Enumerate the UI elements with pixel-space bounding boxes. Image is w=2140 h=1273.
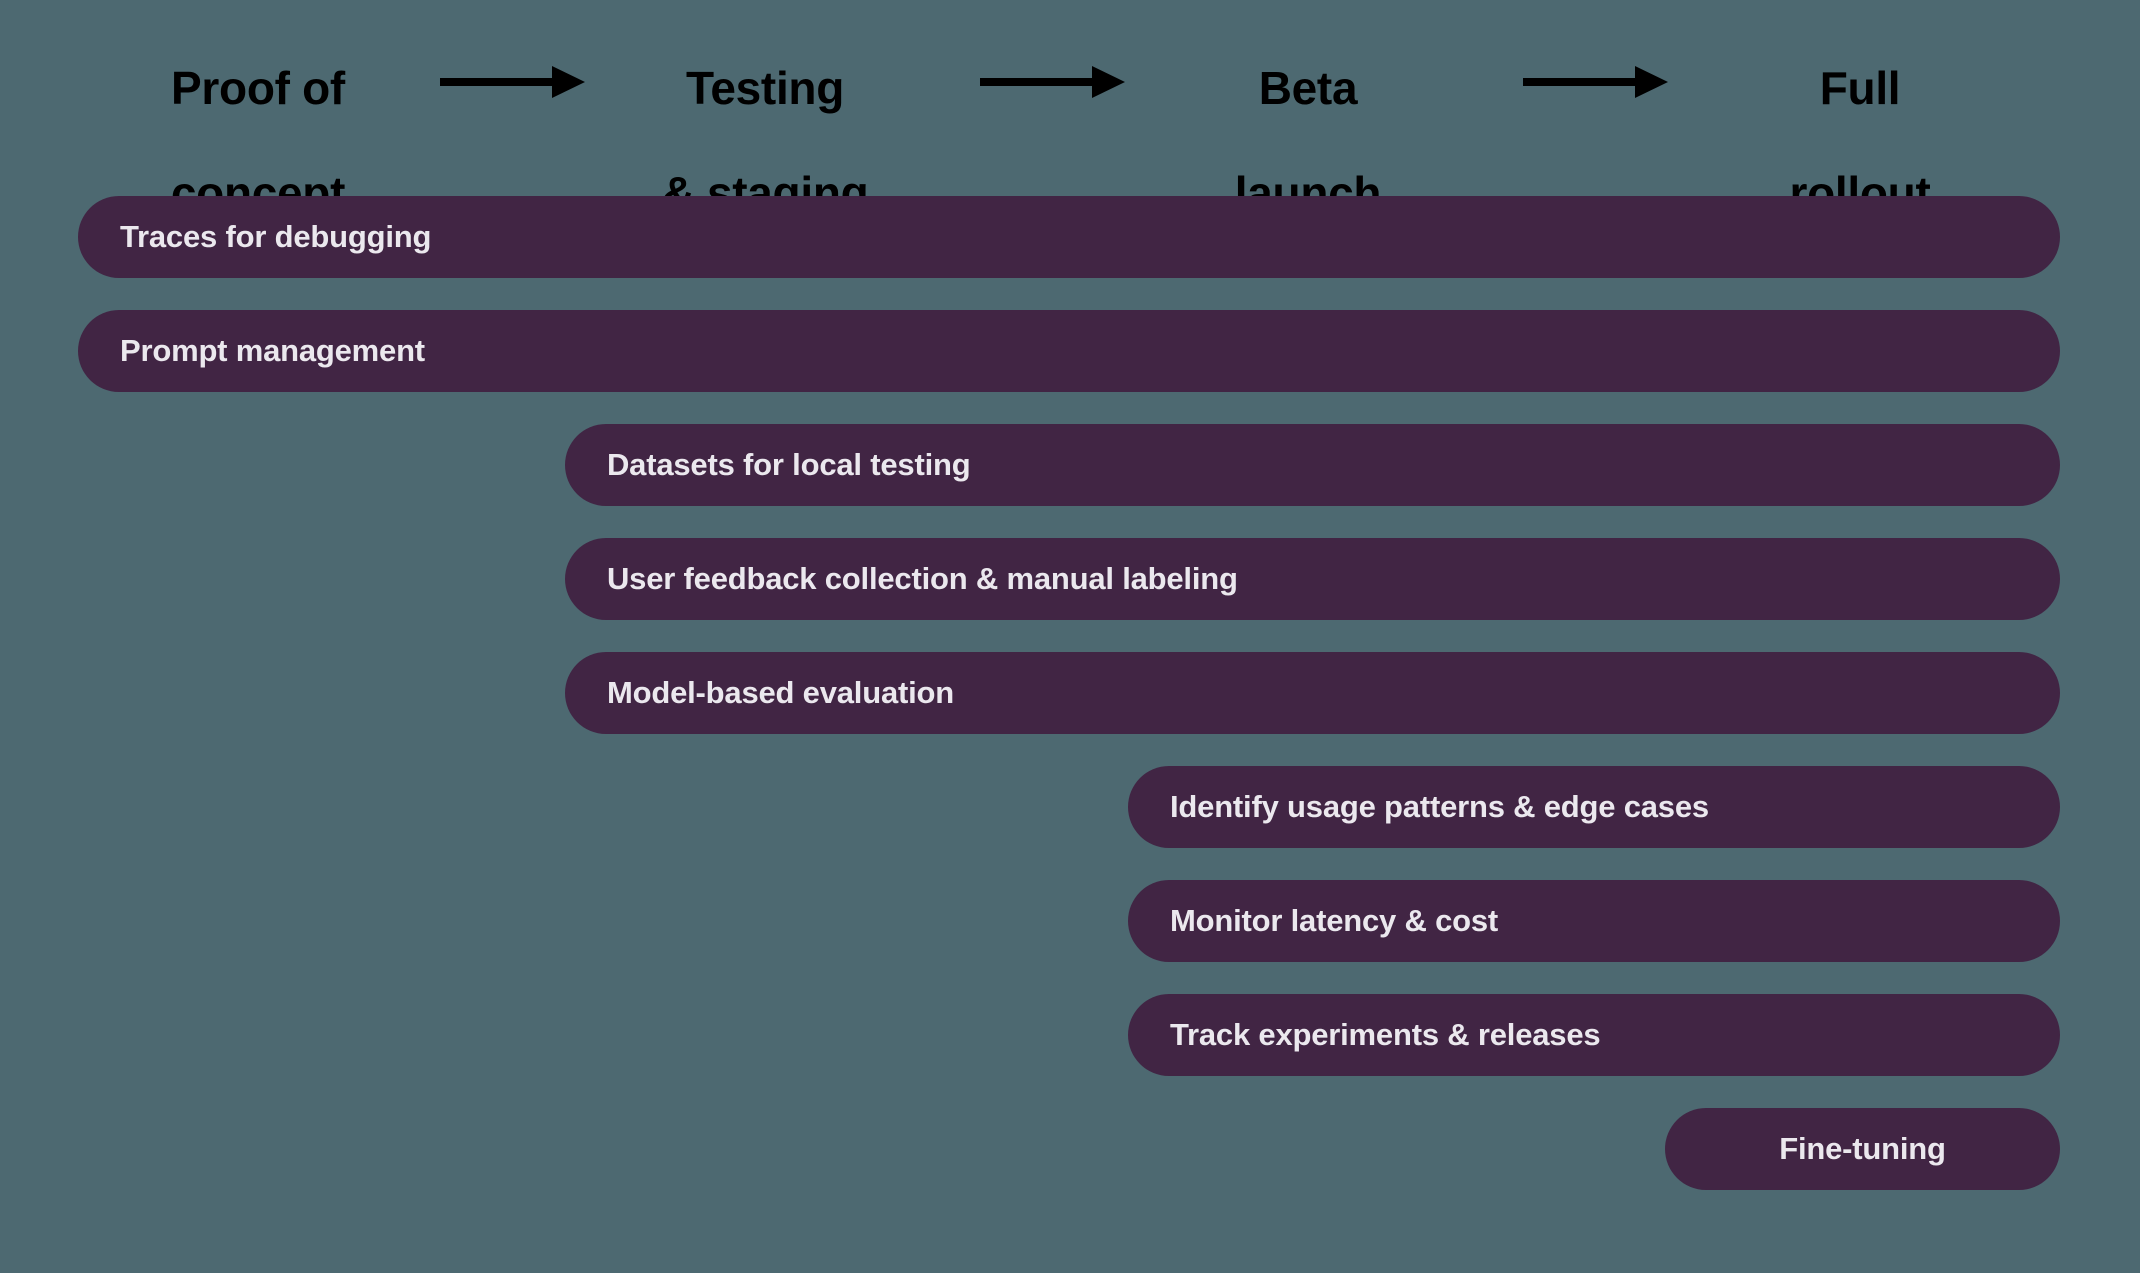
capability-bar-prompt-management[interactable]: Prompt management	[78, 310, 2060, 392]
arrow-right-icon	[440, 60, 585, 104]
capability-bar-label: Model-based evaluation	[607, 675, 954, 710]
capability-bar-label: User feedback collection & manual labeli…	[607, 561, 1238, 596]
stage-label-line1: Beta	[1258, 62, 1358, 115]
capability-bar-model-based-evaluation[interactable]: Model-based evaluation	[565, 652, 2060, 734]
capability-bar-monitor-latency-and-cost[interactable]: Monitor latency & cost	[1128, 880, 2060, 962]
arrow-right-icon	[980, 60, 1125, 104]
capability-bar-traces-for-debugging[interactable]: Traces for debugging	[78, 196, 2060, 278]
capability-bar-track-experiments-and-releases[interactable]: Track experiments & releases	[1128, 994, 2060, 1076]
capability-bar-datasets-for-local-testing[interactable]: Datasets for local testing	[565, 424, 2060, 506]
capability-bar-label: Monitor latency & cost	[1170, 903, 1499, 938]
capability-bar-label: Datasets for local testing	[607, 447, 971, 482]
capability-bar-fine-tuning[interactable]: Fine-tuning	[1665, 1108, 2060, 1190]
stage-label-line1: Testing	[685, 62, 845, 115]
arrow-right-icon	[1523, 60, 1668, 104]
stage-label-line1: Proof of	[171, 62, 345, 115]
capability-bar-identify-usage-patterns[interactable]: Identify usage patterns & edge cases	[1128, 766, 2060, 848]
capability-bar-label: Track experiments & releases	[1170, 1017, 1601, 1052]
capability-bar-label: Prompt management	[120, 333, 425, 368]
capability-bar-label: Traces for debugging	[120, 219, 432, 254]
capability-bar-label: Identify usage patterns & edge cases	[1170, 789, 1709, 824]
capability-bar-user-feedback-collection[interactable]: User feedback collection & manual labeli…	[565, 538, 2060, 620]
stage-label-line1: Full	[1819, 62, 1901, 115]
capability-bar-label: Fine-tuning	[1779, 1131, 1946, 1166]
